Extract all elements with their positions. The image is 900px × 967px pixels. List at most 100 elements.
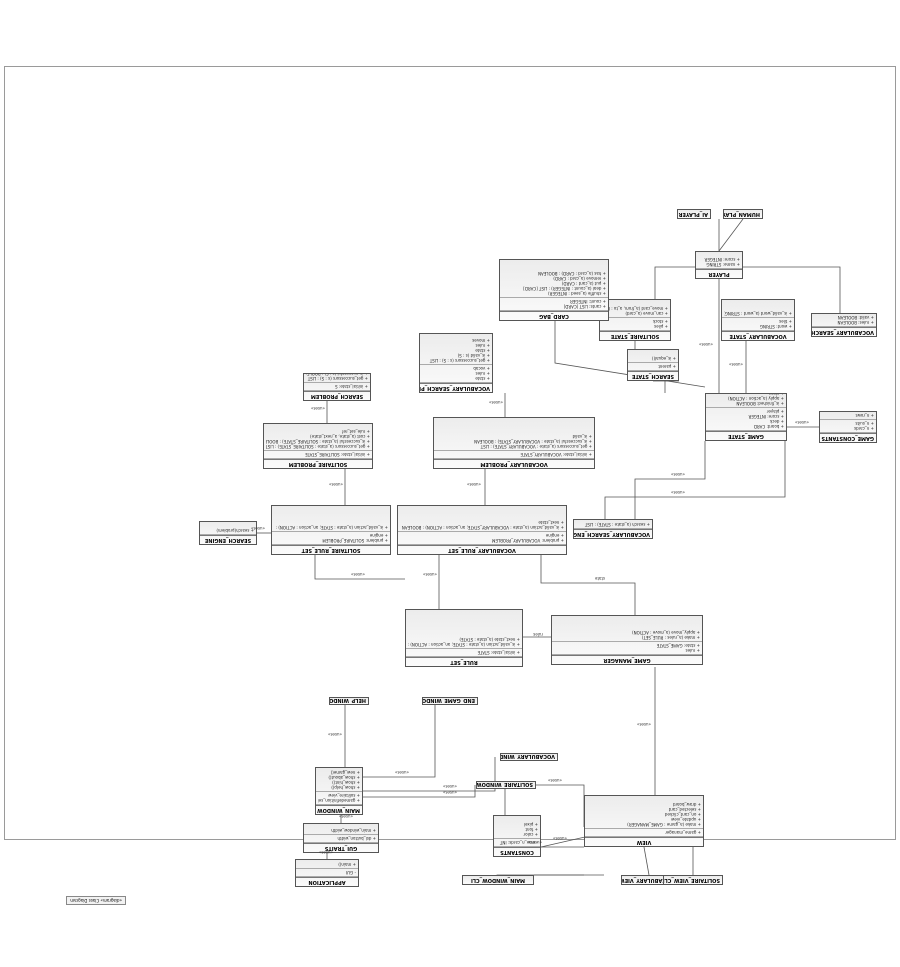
operation-line: + is_valid_action (a_state : STATE; an_a…	[408, 642, 520, 647]
class-box-solitaire-window[interactable]: SOLITAIRE_WINDOW	[476, 781, 536, 789]
class-box-game-constants[interactable]: GAME_CONSTANTS+ n_cards+ n_suits+ n_rows	[819, 411, 877, 443]
attributes-section: + initial_state: STATE	[406, 649, 522, 657]
class-box-main-window[interactable]: MAIN_WINDOW+ gamedefinition_selector+ so…	[315, 767, 363, 815]
class-box-application[interactable]: APPLICATION- GUI+ main()	[295, 859, 359, 887]
class-name: MAIN_WINDOW_CLI	[463, 875, 533, 884]
class-box-voc-state[interactable]: VOCABULARY_STATE+ word: STRING+ tiles+ i…	[721, 299, 795, 341]
connector-label: «uses»	[328, 482, 343, 487]
class-box-card-bag[interactable]: CARD_BAG+ cards: LIST [CARD]+ count: INT…	[499, 259, 609, 321]
attributes-section: + state+ rules+ vocab	[420, 365, 492, 383]
class-box-game-manager[interactable]: GAME_MANAGER+ rules+ state: GAME_STATE+ …	[551, 615, 703, 665]
operation-line: + get_successors (a_state : VOCABULARY_S…	[480, 444, 592, 449]
class-name: VOCABULARY_SEARCH_STATE	[812, 327, 876, 336]
class-box-search-state[interactable]: SEARCH_STATE+ parent+ is_equal()	[627, 349, 679, 381]
connector-label: «uses»	[670, 472, 685, 477]
class-name: VOCABULARY_SEARCH_PROBLEM	[420, 383, 492, 392]
class-name: SEARCH_PROBLEM	[304, 391, 370, 400]
operations-section: + main_window_width	[304, 827, 378, 835]
class-name: SOLITAIRE_WINDOW	[477, 781, 535, 788]
class-name: APPLICATION	[296, 877, 358, 886]
class-box-player[interactable]: PLAYER+ name: STRING+ score: INTEGER	[695, 251, 743, 279]
operation-line: + apply_move (a_move : ACTION)	[632, 630, 700, 635]
class-box-search-engine[interactable]: SEARCH_ENGINE+ search(problem)	[199, 521, 257, 545]
class-name: GAME_STATE	[706, 431, 786, 440]
attribute-line: + score: INTEGER	[704, 257, 740, 262]
operation-line: + move_card (a_from, a_to : INTEGER)	[602, 306, 668, 311]
connector-label: «uses»	[670, 490, 685, 495]
attribute-line: + stock	[652, 319, 668, 324]
class-box-gui-traits[interactable]: GUI_TRAITS+ dsl_button_width+ main_windo…	[303, 823, 379, 853]
operation-line: + make (a_game : GAME_MANAGER)	[627, 822, 701, 827]
class-name: GUI_TRAITS	[304, 843, 378, 852]
operations-section: + color+ font+ pixel	[494, 821, 540, 839]
operations-section: + shuffle (a_seed : INTEGER)+ deal (a_co…	[500, 270, 608, 298]
connector-label: «uses»	[250, 526, 265, 531]
class-box-voc-rule-set[interactable]: VOCABULARY_RULE_SET+ problem: VOCABULARY…	[397, 505, 567, 555]
operation-line: + show_about()	[328, 775, 360, 780]
attribute-line: + gamedefinition_selector	[318, 798, 360, 803]
class-box-solitaire-view-cli[interactable]: SOLITAIRE_VIEW_CLI	[663, 875, 723, 885]
connector-label: «uses»	[488, 400, 503, 405]
operation-line: + n_rows	[855, 413, 874, 418]
attribute-line: + game_manager	[665, 830, 701, 835]
class-box-ai-player[interactable]: AI_PLAYER	[677, 209, 711, 219]
operation-line: + main()	[338, 862, 356, 867]
class-box-voc-search-engine[interactable]: VOCABULARY_SEARCH_ENGINE+ search (a_stat…	[573, 519, 653, 539]
class-box-end-game-window[interactable]: END_GAME_WINDOW	[422, 697, 478, 705]
diagram-tab[interactable]: «diagram» Class Diagram	[66, 896, 126, 905]
connector-line	[314, 555, 405, 580]
class-name: VOCABULARY_WINDOW	[501, 753, 557, 760]
attribute-line: + rules	[475, 371, 490, 376]
operations-section: + is_valid_word (a_word : STRING)	[722, 310, 794, 318]
operation-line: + on_card_clicked	[664, 812, 701, 817]
connector-label: «uses»	[527, 840, 542, 845]
class-name: MAIN_WINDOW	[316, 805, 362, 814]
class-name: SOLITAIRE_PROBLEM	[264, 459, 372, 468]
class-box-search-problem[interactable]: SEARCH_PROBLEM+ initial_state: S+ get_su…	[303, 373, 371, 401]
connector-label: «uses»	[442, 784, 457, 789]
class-box-help-window[interactable]: HELP_WINDOW	[329, 697, 369, 705]
attribute-line: + initial_state: STATE	[477, 650, 520, 655]
class-name: GAME_MANAGER	[552, 655, 702, 664]
class-box-constants[interactable]: CONSTANTS- max_n_cards: INT+ color+ font…	[493, 815, 541, 857]
attribute-line: + count: INTEGER	[569, 299, 606, 304]
class-box-vocabulary-window[interactable]: VOCABULARY_WINDOW	[500, 753, 558, 761]
class-box-view[interactable]: VIEW+ game_manager+ make (a_game : GAME_…	[584, 795, 704, 847]
operations-section: + is_valid_action (a_state : VOCABULARY_…	[398, 519, 566, 532]
class-box-sol-state[interactable]: SOLITAIRE_STATE+ piles+ stock+ can_move …	[599, 299, 671, 341]
operation-line: + shuffle (a_seed : INTEGER)	[548, 291, 606, 296]
class-box-rule-set[interactable]: RULE_SET+ initial_state: STATE+ is_valid…	[405, 609, 523, 667]
connector-label: «uses»	[552, 836, 567, 841]
class-box-sol-problem[interactable]: SOLITAIRE_PROBLEM+ initial_state: SOLITA…	[263, 423, 373, 469]
operation-line: + can_move (a_card)	[625, 311, 668, 316]
operations-section: + is_equal()	[628, 355, 678, 363]
attribute-line: + initial_state: S	[335, 384, 368, 389]
class-box-voc-search-state[interactable]: VOCABULARY_SEARCH_STATE+ rules: BOOLEAN+…	[811, 313, 877, 337]
class-box-human-player[interactable]: HUMAN_PLAYER	[723, 209, 763, 219]
attribute-line: + initial_state: VOCABULARY_STATE	[520, 452, 592, 457]
attributes-section: + piles+ stock	[600, 318, 670, 331]
operations-section: + get_successors (a_state : VOCABULARY_S…	[434, 433, 594, 451]
attribute-line: + vocab	[473, 366, 490, 371]
attributes-section: + problem: SOLITAIRE_PROBLEM+ engine	[272, 532, 390, 545]
connector-line	[540, 555, 636, 615]
connector-line	[634, 441, 706, 519]
class-box-game-state[interactable]: GAME_STATE+ board: CARD+ deck+ score: IN…	[705, 393, 787, 441]
class-box-voc-search-problem[interactable]: VOCABULARY_SEARCH_PROBLEM+ state+ rules+…	[419, 333, 493, 393]
operation-line: + rules	[475, 343, 490, 348]
class-name: HUMAN_PLAYER	[724, 209, 762, 218]
class-box-sol-rule-set[interactable]: SOLITAIRE_RULE_SET+ problem: SOLITAIRE_P…	[271, 505, 391, 555]
connector-label: «uses»	[318, 850, 333, 855]
operation-line: + is_successful (a_state : VOCABULARY_ST…	[474, 439, 592, 444]
class-name: VOCABULARY_PROBLEM	[434, 459, 594, 468]
class-box-main-window-cli[interactable]: MAIN_WINDOW_CLI	[462, 875, 534, 885]
connector-line	[363, 701, 436, 778]
class-name: SOLITAIRE_VIEW_CLI	[664, 875, 722, 884]
attribute-line: + deck	[769, 419, 784, 424]
connector-label: «uses»	[327, 732, 342, 737]
attributes-section: + gamedefinition_selector+ solitaire_vie…	[316, 792, 362, 805]
operation-line: + is_valid_action (a_state : VOCABULARY_…	[401, 525, 564, 530]
operation-line: + search(problem)	[216, 528, 254, 533]
class-box-voc-problem[interactable]: VOCABULARY_PROBLEM + initial_state: VOCAB…	[433, 417, 595, 469]
connector-line	[643, 846, 650, 876]
